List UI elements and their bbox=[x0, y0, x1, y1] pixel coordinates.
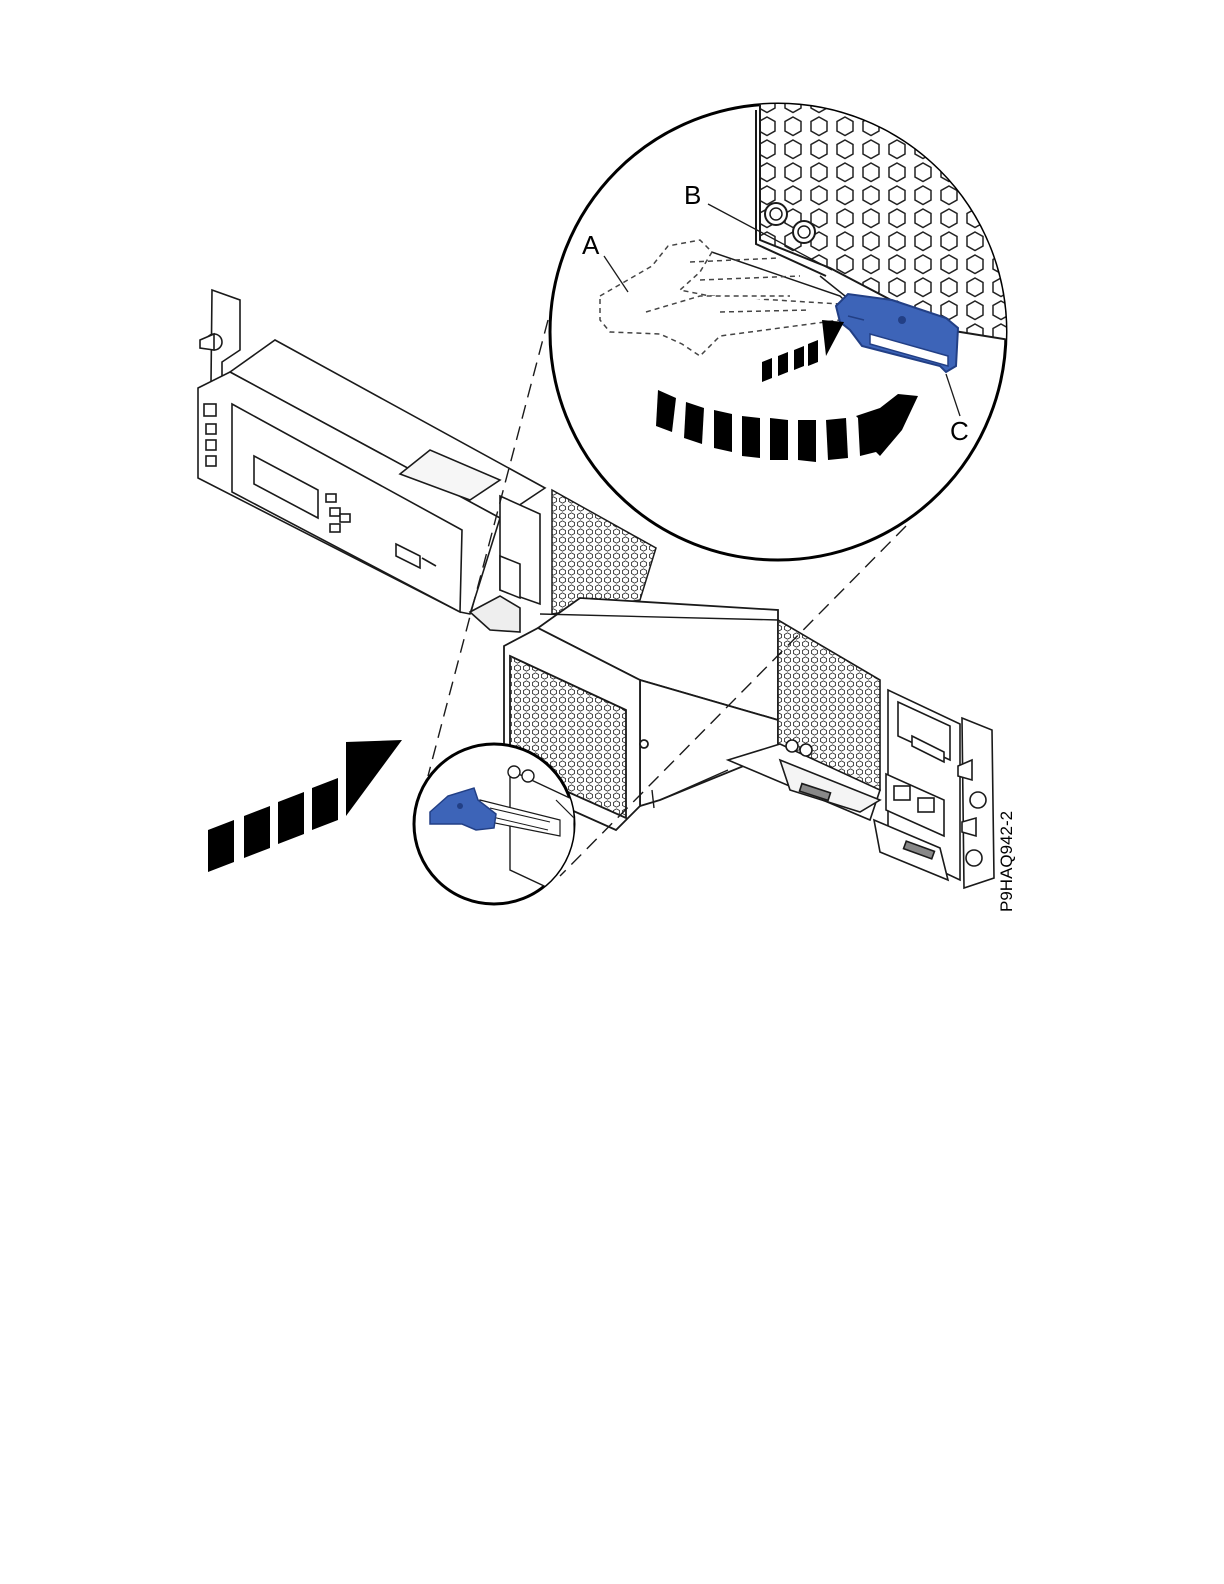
figure-id: P9HAQ942-2 bbox=[997, 811, 1016, 912]
insert-direction-arrow bbox=[208, 740, 402, 872]
big-detail-circle bbox=[550, 100, 1010, 560]
callout-b: B bbox=[684, 180, 701, 210]
callout-c: C bbox=[950, 416, 969, 446]
small-detail-circle bbox=[414, 744, 574, 904]
server-chassis bbox=[198, 290, 545, 632]
callout-a: A bbox=[582, 230, 600, 260]
